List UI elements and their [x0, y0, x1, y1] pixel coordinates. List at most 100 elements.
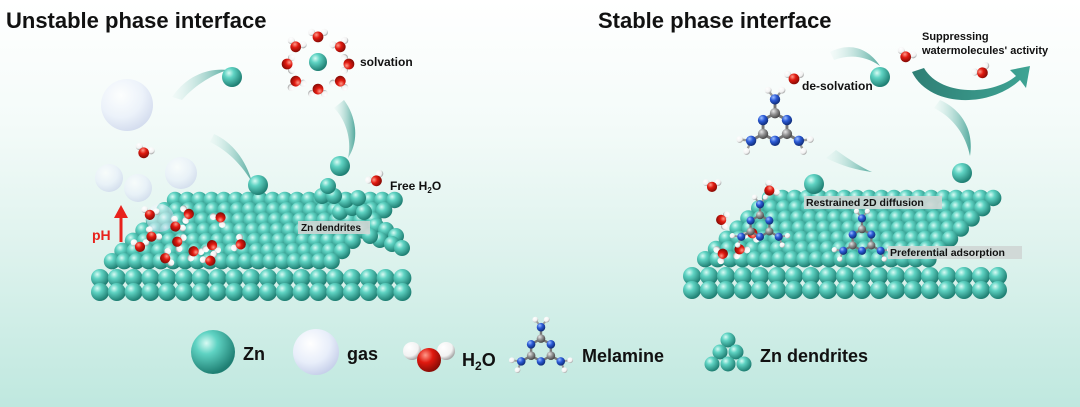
hydrogen-atom	[864, 208, 871, 214]
oxygen-atom	[977, 67, 988, 79]
zinc-atom	[955, 281, 973, 299]
water-molecule	[209, 212, 226, 228]
hydrogen-atom	[717, 257, 725, 265]
zinc-ion	[248, 175, 268, 195]
zinc-atom	[225, 283, 244, 301]
oxygen-atom	[290, 41, 302, 53]
carbon-atom	[765, 227, 774, 236]
water-molecule	[170, 215, 186, 232]
hydrogen-atom	[743, 246, 751, 254]
zinc-atom	[242, 283, 261, 301]
right-title: Stable phase interface	[598, 8, 832, 33]
zinc-ion	[222, 67, 242, 87]
zinc-atom	[751, 267, 769, 285]
hydrogen-atom	[762, 194, 769, 200]
zinc-atom	[359, 283, 378, 301]
zinc-atom	[91, 283, 109, 301]
zinc-atom	[128, 253, 145, 270]
gas-bubble	[124, 174, 152, 202]
hydrogen-atom	[982, 62, 990, 70]
hydrogen-atom	[514, 367, 521, 373]
oxygen-atom	[706, 181, 718, 192]
zinc-atom	[783, 251, 801, 268]
water-molecule	[145, 226, 163, 242]
oxygen-atom	[188, 246, 199, 257]
ion-trail-arcs	[172, 47, 971, 182]
dendrite-atom	[350, 190, 366, 206]
hydrogen-atom	[145, 226, 153, 234]
hydrogen-atom	[199, 256, 207, 264]
zinc-atom	[796, 251, 813, 268]
molecule-layer	[95, 28, 990, 267]
water-molecule	[141, 206, 160, 220]
zinc-atom	[116, 253, 133, 270]
oxygen-atom	[134, 241, 146, 252]
carbon-atom	[746, 227, 755, 236]
nitrogen-atom	[757, 114, 769, 126]
trail-arc	[172, 69, 228, 100]
zinc-ion	[330, 156, 350, 176]
zinc-atom	[974, 200, 991, 217]
carbon-atom	[867, 241, 876, 250]
hydrogen-atom	[164, 247, 172, 255]
zinc-atom	[326, 269, 345, 287]
water-molecule	[308, 28, 328, 43]
water-molecule	[713, 246, 728, 265]
oxygen-atom	[312, 83, 324, 95]
nitrogen-atom	[737, 232, 746, 241]
oxygen-atom	[205, 255, 216, 266]
nitrogen-atom	[839, 246, 848, 255]
oxygen-atom	[215, 212, 226, 223]
zinc-atom	[311, 253, 328, 270]
nitrogen-atom	[536, 322, 546, 332]
zinc-atom	[343, 283, 361, 301]
hydrogen-atom	[784, 233, 791, 239]
nitrogen-atom	[745, 135, 757, 146]
oxygen-atom	[334, 41, 346, 53]
zinc-atom	[386, 191, 403, 209]
zinc-atom	[700, 281, 718, 299]
free-h2o-label: Free H2O	[390, 179, 441, 195]
zinc-atom	[309, 283, 328, 301]
hydrogen-atom	[751, 194, 758, 200]
nitrogen-atom	[526, 340, 536, 349]
hydrogen-atom	[155, 233, 163, 241]
gas-bubble	[95, 164, 123, 192]
zinc-atom	[299, 253, 316, 270]
zinc-atom	[375, 202, 393, 219]
nitrogen-atom	[857, 214, 867, 223]
restrained-tag: Restrained 2D diffusion	[806, 197, 924, 209]
zinc-ion	[952, 163, 972, 183]
hydrogen-atom	[543, 316, 550, 323]
nitrogen-atom	[774, 232, 783, 241]
zinc-atom	[768, 281, 786, 299]
zinc-atom	[344, 232, 361, 249]
hydrogen-atom	[743, 147, 751, 155]
oxygen-atom	[290, 75, 302, 87]
nitrogen-atom	[755, 200, 765, 209]
zinc-atom	[700, 267, 718, 285]
water-molecule	[308, 83, 328, 98]
zinc-atom	[91, 269, 109, 287]
gas-bubble	[165, 157, 197, 189]
water-molecule	[329, 75, 349, 92]
zinc-atom	[746, 251, 763, 268]
hydrogen-atom	[561, 367, 568, 373]
zinc-atom	[921, 281, 939, 299]
trail-arc	[934, 100, 971, 156]
hydrogen-atom	[837, 256, 843, 262]
hydrogen-atom	[182, 217, 190, 224]
hydrogen-atom	[720, 223, 728, 230]
legend-melamine-icon	[508, 316, 574, 373]
hydrogen-atom	[764, 86, 772, 94]
oxygen-atom	[343, 58, 355, 70]
legend-dendrites-label: Zn dendrites	[760, 346, 868, 366]
zinc-atom	[870, 281, 888, 299]
hydrogen-atom	[735, 242, 741, 248]
water-molecule	[716, 211, 730, 230]
water-molecule	[230, 233, 246, 252]
oxygen-atom	[417, 348, 441, 372]
zinc-atom	[941, 230, 959, 247]
nitrogen-atom	[848, 230, 857, 239]
